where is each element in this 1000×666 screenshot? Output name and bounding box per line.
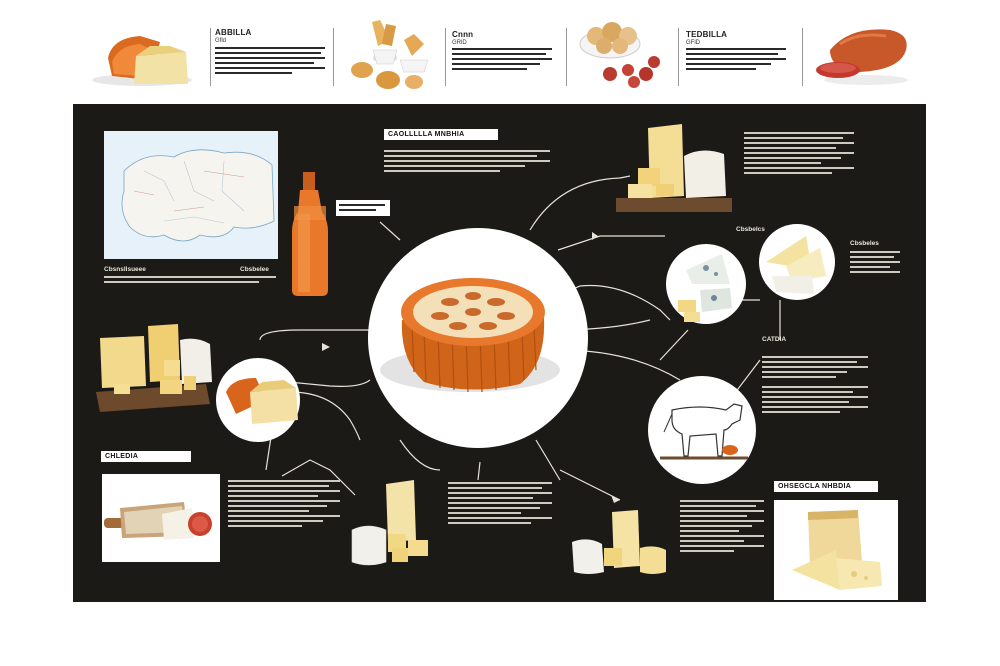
map-caption: Cbsnsllsueee (104, 266, 146, 273)
cattle-body-text-3 (680, 500, 764, 555)
right-top-body-text (744, 132, 854, 177)
right-bottom-label: OHSEGCLA NHBDIA (774, 481, 878, 492)
left-bottom-label: CHLEDIA (101, 451, 191, 462)
divider (566, 28, 567, 86)
divider (678, 28, 679, 86)
meat-cheese-image (102, 474, 220, 562)
cheese-right-body-text (850, 251, 900, 276)
top-item-title: ABBILLA (215, 28, 252, 37)
top-item-body-text (686, 48, 786, 73)
europe-map-icon (104, 131, 278, 259)
heading-body-text (384, 150, 550, 175)
cheese-right-top-label: Cbsbelcs (736, 226, 765, 233)
cheese-right-caption: Cbsbeles (850, 240, 879, 247)
top-item-body-text (452, 48, 552, 73)
top-item-subtitle: GFlD (686, 40, 700, 46)
cattle-body-text-1 (762, 356, 868, 381)
top-item-body-text (215, 47, 325, 77)
map-caption-text (104, 276, 276, 286)
top-item-title: Cnnn (452, 30, 474, 39)
map-side-label: Cbsbelee (240, 266, 269, 273)
top-item-subtitle: Gfld (215, 38, 227, 44)
cattle-label: CATDIA (762, 336, 787, 343)
cheese-wedge-photo (774, 500, 898, 600)
center-bottom-body-text (448, 482, 552, 527)
divider (802, 28, 803, 86)
divider (210, 28, 211, 86)
cattle-body-text-2 (762, 386, 868, 416)
top-item-title: TEDBILLA (686, 30, 728, 39)
map-caption-box (104, 259, 278, 297)
bottle-label-box (336, 200, 390, 216)
left-bottom-body-text (228, 480, 340, 530)
top-item-subtitle: GRlD (452, 40, 467, 46)
divider (445, 28, 446, 86)
panel-heading: CAOLLLLLA MNBHIA (384, 129, 498, 140)
divider (333, 28, 334, 86)
